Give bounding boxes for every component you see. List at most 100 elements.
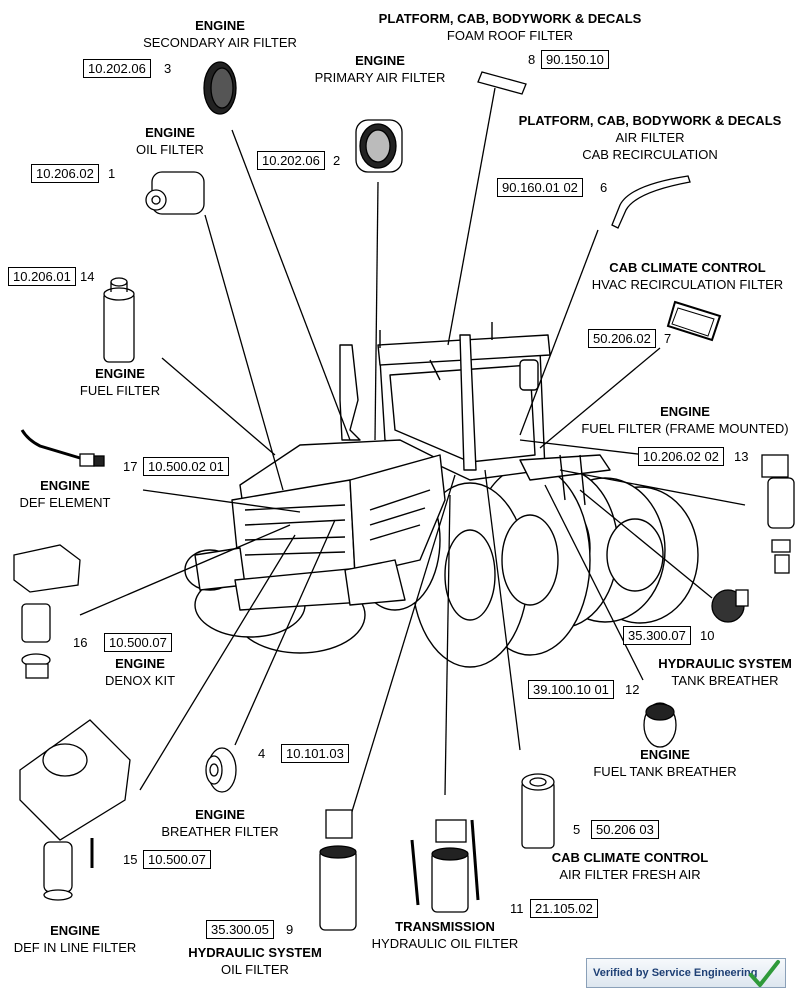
frame-fuel-filter-icon	[761, 454, 795, 574]
foam-roof-filter-icon	[477, 71, 527, 95]
label-system: ENGINE	[95, 366, 145, 381]
label-breather-filter: ENGINE BREATHER FILTER	[150, 806, 290, 840]
hydraulic-oil-filter-icon	[319, 809, 357, 931]
secondary-air-filter-icon	[203, 61, 237, 115]
exhaust-stack	[459, 334, 477, 471]
item-number-17: 17	[123, 459, 138, 474]
breather-filter-icon	[205, 747, 237, 793]
ref-box-item-1: 10.206.02	[31, 164, 99, 183]
verified-badge: Verified by Service Engineering	[586, 958, 786, 988]
ref-box-item-15: 10.500.07	[143, 850, 211, 869]
item-number-5: 5	[573, 822, 581, 837]
label-def-inline-filter: ENGINE DEF IN LINE FILTER	[5, 922, 145, 956]
label-system: ENGINE	[195, 18, 245, 33]
label-name: SECONDARY AIR FILTER	[143, 35, 297, 50]
label-name: DEF ELEMENT	[19, 495, 111, 510]
label-system: ENGINE	[50, 923, 100, 938]
label-name: FOAM ROOF FILTER	[446, 28, 574, 43]
label-fuel-filter-frame-mounted: ENGINE FUEL FILTER (FRAME MOUNTED)	[565, 403, 805, 437]
verified-text: Verified by Service Engineering	[593, 967, 758, 979]
label-name: AIR FILTER FRESH AIR	[559, 867, 701, 882]
label-name: PRIMARY AIR FILTER	[314, 70, 446, 85]
label-system: ENGINE	[660, 404, 710, 419]
ref-box-item-4: 10.101.03	[281, 744, 349, 763]
label-name-2: CAB RECIRCULATION	[582, 147, 718, 162]
transmission-oil-filter-icon	[410, 819, 480, 913]
label-name: FUEL FILTER (FRAME MOUNTED)	[581, 421, 789, 436]
label-fuel-filter: ENGINE FUEL FILTER	[60, 365, 180, 399]
label-name: OIL FILTER	[136, 142, 204, 157]
label-hvac-recirculation-filter: CAB CLIMATE CONTROL HVAC RECIRCULATION F…	[570, 259, 805, 293]
label-def-element: ENGINE DEF ELEMENT	[5, 477, 125, 511]
item-number-14: 14	[80, 269, 95, 284]
ref-box-item-5: 50.206 03	[591, 820, 659, 839]
label-system: ENGINE	[115, 656, 165, 671]
part-icons	[13, 61, 795, 931]
ref-box-item-14: 10.206.01	[8, 267, 76, 286]
label-name: FUEL TANK BREATHER	[593, 764, 737, 779]
label-system: PLATFORM, CAB, BODYWORK & DECALS	[378, 11, 642, 26]
ref-box-item-12: 39.100.10 01	[528, 680, 614, 699]
label-system: CAB CLIMATE CONTROL	[609, 260, 766, 275]
ref-box-item-2: 10.202.06	[257, 151, 325, 170]
item-number-16: 16	[73, 635, 88, 650]
label-system: PLATFORM, CAB, BODYWORK & DECALS	[518, 113, 782, 128]
front-weights	[194, 547, 406, 611]
checkmark-icon	[749, 960, 780, 987]
hydraulic-tank-breather-icon	[711, 589, 749, 623]
oil-filter-icon	[145, 171, 205, 215]
ref-box-item-10: 35.300.07	[623, 626, 691, 645]
label-system: ENGINE	[640, 747, 690, 762]
def-element-icon	[20, 429, 105, 467]
leader-lines	[79, 87, 746, 819]
air-intake	[339, 344, 361, 441]
ref-box-item-3: 10.202.06	[83, 59, 151, 78]
label-name: DEF IN LINE FILTER	[13, 940, 137, 955]
ref-box-item-16: 10.500.07	[104, 633, 172, 652]
cab-air-filter-strip-icon	[611, 175, 691, 229]
hood	[231, 439, 446, 581]
ref-box-item-11: 21.105.02	[530, 899, 598, 918]
label-name: HYDRAULIC OIL FILTER	[371, 936, 519, 951]
ref-box-item-7: 50.206.02	[588, 329, 656, 348]
item-number-8: 8	[528, 52, 536, 67]
item-number-13: 13	[734, 449, 749, 464]
denox-kit-icon	[13, 544, 81, 679]
label-system: ENGINE	[195, 807, 245, 822]
item-number-7: 7	[664, 331, 672, 346]
label-system: ENGINE	[145, 125, 195, 140]
label-cab-recirculation-filter: PLATFORM, CAB, BODYWORK & DECALS AIR FIL…	[500, 112, 800, 163]
item-number-4: 4	[258, 746, 266, 761]
label-name: DENOX KIT	[104, 673, 176, 688]
label-system: ENGINE	[40, 478, 90, 493]
item-number-12: 12	[625, 682, 640, 697]
fresh-air-filter-icon	[521, 773, 555, 849]
label-hydraulic-oil-filter: HYDRAULIC SYSTEM OIL FILTER	[160, 944, 350, 978]
label-denox-kit: ENGINE DENOX KIT	[80, 655, 200, 689]
label-system: TRANSMISSION	[395, 919, 495, 934]
label-fresh-air-filter: CAB CLIMATE CONTROL AIR FILTER FRESH AIR	[530, 849, 730, 883]
label-foam-roof-filter: PLATFORM, CAB, BODYWORK & DECALS FOAM RO…	[340, 10, 680, 44]
ref-box-item-9: 35.300.05	[206, 920, 274, 939]
item-number-10: 10	[700, 628, 715, 643]
label-system: ENGINE	[355, 53, 405, 68]
label-name: BREATHER FILTER	[161, 824, 279, 839]
label-oil-filter: ENGINE OIL FILTER	[110, 124, 230, 158]
tractor-illustration	[184, 322, 699, 668]
label-secondary-air-filter: ENGINE SECONDARY AIR FILTER	[120, 17, 320, 51]
ref-box-item-17: 10.500.02 01	[143, 457, 229, 476]
fuel-filter-icon	[103, 277, 135, 363]
primary-air-filter-icon	[355, 119, 403, 173]
label-system: CAB CLIMATE CONTROL	[551, 850, 709, 865]
label-transmission-oil-filter: TRANSMISSION HYDRAULIC OIL FILTER	[355, 918, 535, 952]
item-number-9: 9	[286, 922, 294, 937]
item-number-6: 6	[600, 180, 608, 195]
ref-box-item-8: 90.150.10	[541, 50, 609, 69]
label-name: HVAC RECIRCULATION FILTER	[591, 277, 784, 292]
def-inline-filter-icon	[19, 719, 131, 901]
label-name: TANK BREATHER	[671, 673, 779, 688]
label-system: HYDRAULIC SYSTEM	[188, 945, 322, 960]
label-fuel-tank-breather: ENGINE FUEL TANK BREATHER	[580, 746, 750, 780]
label-name: AIR FILTER	[615, 130, 685, 145]
